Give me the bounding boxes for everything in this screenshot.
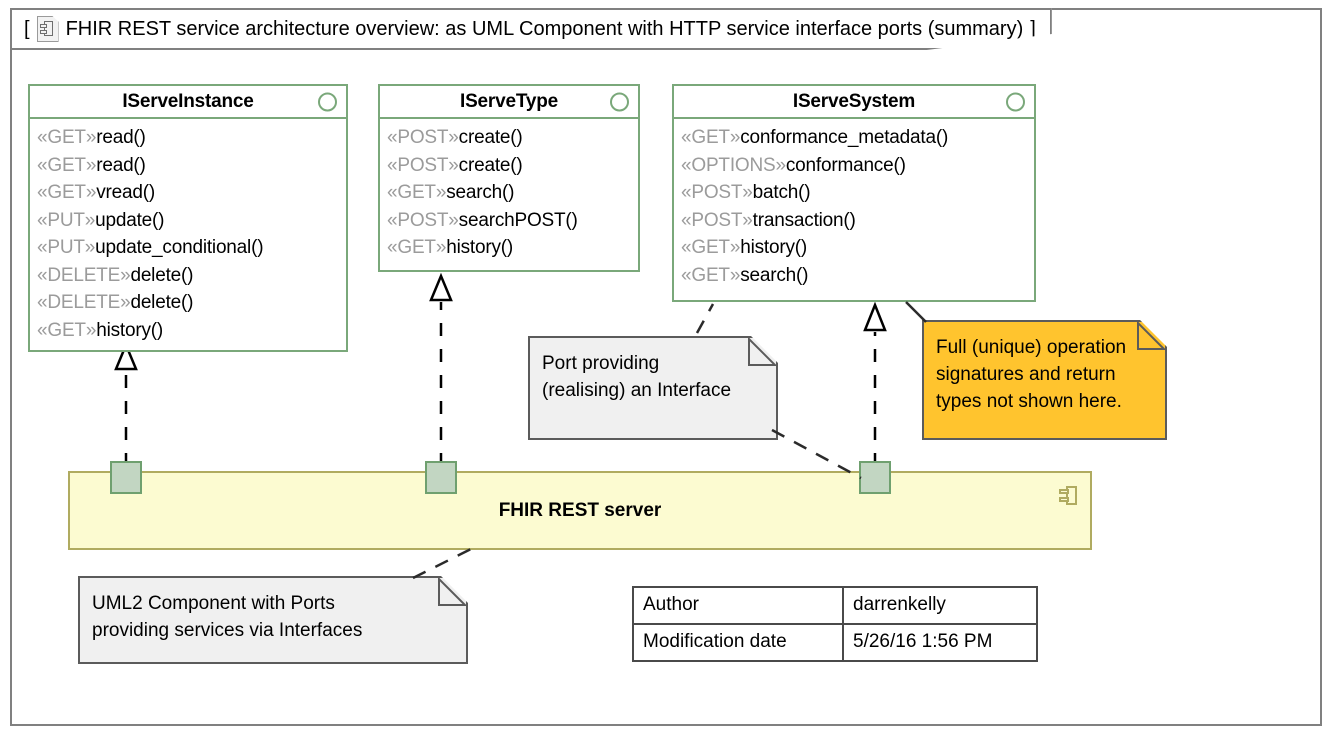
operation-row: «POST»batch() bbox=[681, 182, 811, 203]
table-row: Author darrenkelly bbox=[634, 588, 1036, 623]
metadata-key: Author bbox=[634, 588, 844, 623]
operation-row: «GET»history() bbox=[387, 237, 514, 258]
operation-row: «POST»transaction() bbox=[681, 209, 856, 231]
component-label: FHIR REST server bbox=[498, 500, 662, 521]
interface-operation-list: «GET»read() «GET»read() «GET»vread() «PU… bbox=[30, 119, 346, 352]
table-row: Modification date 5/26/16 1:56 PM bbox=[634, 623, 1036, 660]
title-open-bracket: [ bbox=[24, 18, 30, 40]
component-fhir-rest-server[interactable]: FHIR REST server bbox=[68, 471, 1092, 550]
interface-operation-list: «GET»conformance_metadata() «OPTIONS»con… bbox=[674, 119, 1034, 297]
interface-header: IServeInstance bbox=[30, 86, 346, 119]
operation-row: «GET»history() bbox=[681, 237, 808, 258]
interface-circle-icon bbox=[610, 92, 629, 111]
operation-row: «DELETE»delete() bbox=[37, 292, 194, 313]
diagram-title-tab: [ FHIR REST service architecture overvie… bbox=[10, 8, 1052, 50]
title-close-bracket: ] bbox=[1030, 18, 1036, 40]
operation-row: «GET»vread() bbox=[37, 182, 155, 203]
interface-circle-icon bbox=[318, 92, 337, 111]
note-port-interface[interactable]: Port providing (realising) an Interface bbox=[528, 336, 778, 440]
diagram-title: FHIR REST service architecture overview:… bbox=[65, 18, 1024, 40]
operation-row: «PUT»update_conditional() bbox=[37, 237, 264, 258]
operation-row: «DELETE»delete() bbox=[37, 264, 194, 286]
operation-row: «GET»read() bbox=[37, 154, 146, 176]
metadata-key: Modification date bbox=[634, 625, 844, 660]
operation-row: «GET»search() bbox=[387, 182, 515, 203]
operation-row: «OPTIONS»conformance() bbox=[681, 154, 906, 176]
interface-header: IServeSystem bbox=[674, 86, 1034, 119]
interface-name: IServeSystem bbox=[792, 90, 916, 112]
operation-row: «POST»create() bbox=[387, 127, 523, 148]
operation-row: «GET»conformance_metadata() bbox=[681, 127, 949, 148]
interface-name: IServeInstance bbox=[122, 90, 254, 112]
operation-row: «GET»history() bbox=[37, 319, 164, 341]
operation-row: «POST»searchPOST() bbox=[387, 209, 578, 231]
note-text: Full (unique) operation signatures and r… bbox=[936, 337, 1127, 412]
operation-row: «PUT»update() bbox=[37, 209, 165, 231]
interface-circle-icon bbox=[1006, 92, 1025, 111]
diagram-document-icon bbox=[36, 16, 59, 42]
note-component-ports[interactable]: UML2 Component with Ports providing serv… bbox=[78, 576, 468, 664]
metadata-table: Author darrenkelly Modification date 5/2… bbox=[632, 586, 1038, 662]
note-signatures[interactable]: Full (unique) operation signatures and r… bbox=[922, 320, 1167, 440]
port-iservesystem[interactable] bbox=[859, 461, 891, 494]
interface-iservesystem[interactable]: IServeSystem «GET»conformance_metadata()… bbox=[672, 84, 1036, 302]
port-iservetype[interactable] bbox=[425, 461, 457, 494]
operation-row: «POST»create() bbox=[387, 154, 523, 176]
uml-component-icon bbox=[1059, 484, 1079, 508]
operation-row: «GET»read() bbox=[37, 127, 146, 148]
note-text: Port providing (realising) an Interface bbox=[542, 353, 732, 401]
port-iserveinstance[interactable] bbox=[110, 461, 142, 494]
interface-iserveinstance[interactable]: IServeInstance «GET»read() «GET»read() «… bbox=[28, 84, 348, 352]
interface-name: IServeType bbox=[460, 90, 558, 112]
interface-operation-list: «POST»create() «POST»create() «GET»searc… bbox=[380, 119, 638, 270]
operation-row: «GET»search() bbox=[681, 264, 809, 286]
note-text: UML2 Component with Ports providing serv… bbox=[92, 593, 363, 641]
metadata-value: darrenkelly bbox=[853, 594, 946, 615]
interface-header: IServeType bbox=[380, 86, 638, 119]
interface-iservetype[interactable]: IServeType «POST»create() «POST»create()… bbox=[378, 84, 640, 272]
metadata-value: 5/26/16 1:56 PM bbox=[853, 631, 993, 652]
